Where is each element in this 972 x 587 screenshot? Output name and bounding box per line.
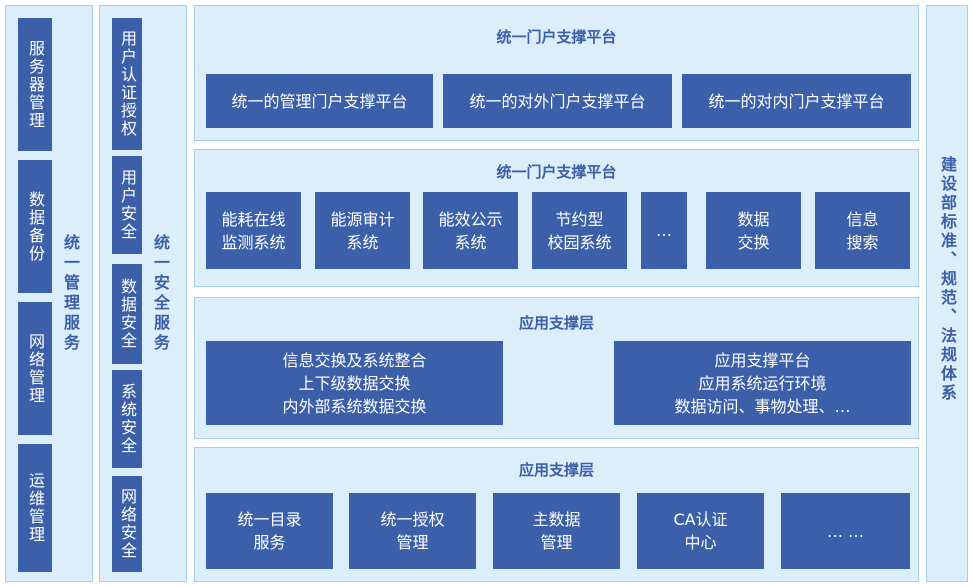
box-line: CA认证 [673,510,728,529]
layer-base: 应用支撑层 统一目录 服务 统一授权 管理 主数据 管理 CA认证 中心 … … [194,447,919,582]
box-line: 统一的对内门户支撑平台 [708,91,885,111]
sec-item-label: 网络安全 [118,488,137,560]
mgmt-item-label: 数据备份 [26,190,45,263]
box-line: 上下级数据交换 [298,373,411,393]
box-line: … [656,221,672,240]
app-box-search: 信息 搜索 [815,192,910,269]
standards-label: 建设部标准、规范、法规体系 [938,156,957,403]
box-line: 主数据 [532,510,581,529]
box-line: 内外部系统数据交换 [282,396,427,416]
sec-item-label: 用户认证授权 [118,30,137,138]
mgmt-item-label: 服务器管理 [26,39,45,130]
sec-item-label: 系统安全 [118,383,137,455]
box-line: 信息 [846,209,879,229]
box-line: 统一的对外门户支撑平台 [469,91,646,111]
support-box-integration: 信息交换及系统整合 上下级数据交换 内外部系统数据交换 [206,341,503,425]
layer-title: 统一门户支撑平台 [496,163,617,181]
mgmt-item-network: 网络管理 [18,302,52,435]
sec-item-label: 数据安全 [118,278,137,350]
box-line: 能源审计 [330,209,395,229]
box-line: 系统 [454,232,487,252]
app-box-more: … [641,192,687,269]
layer-title: 统一门户支撑平台 [496,28,617,46]
box-line: 校园系统 [547,232,612,252]
portal-box-internal: 统一的对内门户支撑平台 [682,74,911,128]
box-line: 服务 [253,533,286,552]
app-box-efficiency: 能效公示 系统 [423,192,518,269]
layer-portal: 统一门户支撑平台 统一的管理门户支撑平台 统一的对外门户支撑平台 统一的对内门户… [194,5,919,141]
layer-applications: 统一门户支撑平台 能耗在线 监测系统 能源审计 系统 能效公示 系统 节约型 校… [194,149,919,287]
app-box-energy-audit: 能源审计 系统 [315,192,410,269]
box-line: 应用系统运行环境 [698,373,827,393]
portal-box-management: 统一的管理门户支撑平台 [206,74,433,128]
box-line: … … [826,521,865,541]
sec-item-label: 用户安全 [118,169,137,241]
box-line: 数据 [737,209,770,229]
box-line: 统一目录 [237,510,302,529]
standards-panel: 建设部标准、规范、法规体系 [926,5,968,582]
box-line: 应用支撑平台 [714,350,811,370]
box-line: 搜索 [846,232,879,252]
mgmt-item-backup: 数据备份 [18,160,52,293]
base-box-authorization: 统一授权 管理 [349,493,476,569]
sec-item-system: 系统安全 [112,370,142,468]
management-label: 统一管理服务 [61,234,80,354]
box-line: 系统 [346,232,379,252]
box-line: 统一授权 [380,510,445,529]
security-panel: 用户认证授权 用户安全 数据安全 系统安全 网络安全 统一安全服务 [99,5,187,582]
app-box-campus: 节约型 校园系统 [532,192,627,269]
box-line: 监测系统 [221,232,286,252]
base-box-ca: CA认证 中心 [637,493,764,569]
base-box-master-data: 主数据 管理 [493,493,620,569]
layer-title: 应用支撑层 [518,314,594,332]
layer-title: 应用支撑层 [518,461,594,479]
box-line: 管理 [540,533,573,552]
box-line: 数据访问、事物处理、… [674,396,851,416]
sec-item-auth: 用户认证授权 [112,18,142,150]
base-box-more: … … [781,493,910,569]
support-box-platform: 应用支撑平台 应用系统运行环境 数据访问、事物处理、… [614,341,911,425]
box-line: 能效公示 [438,209,503,229]
box-line: 交换 [737,232,770,252]
app-box-energy-monitor: 能耗在线 监测系统 [206,192,301,269]
mgmt-item-ops: 运维管理 [18,444,52,572]
sec-item-data: 数据安全 [112,264,142,364]
layer-support: 应用支撑层 信息交换及系统整合 上下级数据交换 内外部系统数据交换 应用支撑平台… [194,297,919,439]
management-panel: 服务器管理 数据备份 网络管理 运维管理 统一管理服务 [5,5,93,582]
security-label: 统一安全服务 [151,234,170,354]
mgmt-item-server: 服务器管理 [18,18,52,151]
box-line: 能耗在线 [221,209,286,229]
portal-box-external: 统一的对外门户支撑平台 [443,74,672,128]
base-box-directory: 统一目录 服务 [206,493,333,569]
box-line: 中心 [684,533,717,552]
box-line: 管理 [396,533,429,552]
mgmt-item-label: 运维管理 [26,472,45,544]
box-line: 信息交换及系统整合 [282,350,427,370]
mgmt-item-label: 网络管理 [26,332,45,405]
box-line: 统一的管理门户支撑平台 [231,91,408,111]
box-line: 节约型 [555,209,604,229]
app-box-data-exchange: 数据 交换 [706,192,801,269]
sec-item-network: 网络安全 [112,476,142,572]
sec-item-user: 用户安全 [112,156,142,254]
